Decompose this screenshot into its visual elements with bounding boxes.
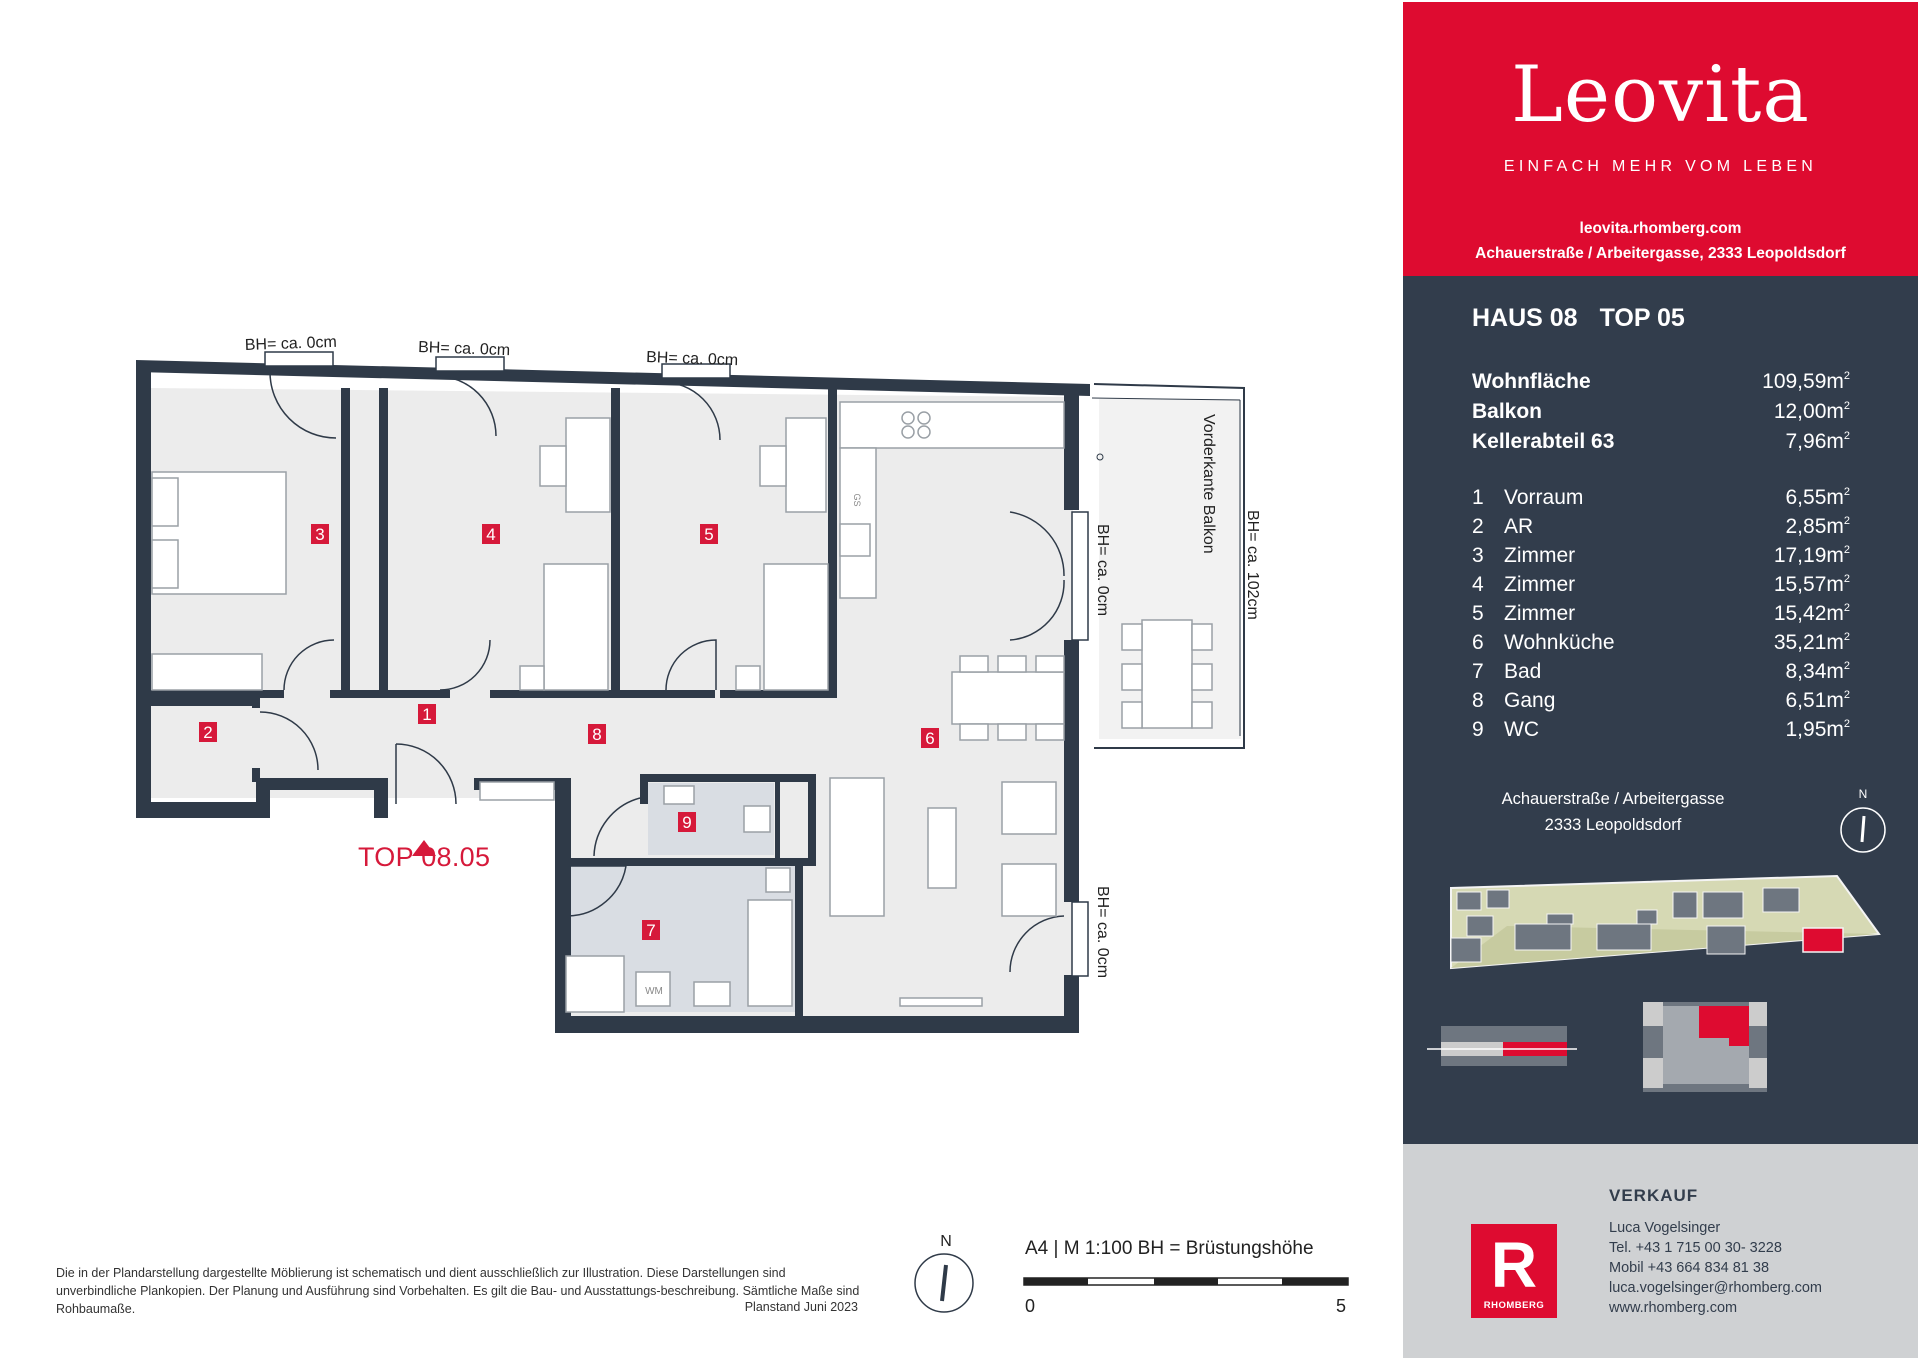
building-key [1643, 1002, 1767, 1092]
sales-name: Luca Vogelsinger [1609, 1220, 1721, 1236]
svg-text:7: 7 [646, 921, 655, 940]
furniture [151, 401, 1213, 1013]
room-badge-7: 7 [642, 920, 660, 940]
info-panel: Leovita EINFACH MEHR VOM LEBEN leovita.r… [1403, 2, 1918, 1358]
sales-website[interactable]: www.rhomberg.com [1609, 1300, 1738, 1316]
sales-contact: R RHOMBERG VERKAUF Luca Vogelsinger Tel.… [1403, 1144, 1918, 1358]
north-arrow: N [914, 1233, 974, 1313]
balcony-outline [1091, 383, 1245, 749]
room-badge-2: 2 [199, 722, 217, 742]
scale-caption: A4 | M 1:100 BH = Brüstungshöhe [1025, 1238, 1314, 1259]
summary-row-kellerabteil: Kellerabteil 63 7,96m2 [1472, 430, 1850, 453]
brand-address: Achauerstraße / Arbeitergasse, 2333 Leop… [1475, 245, 1846, 262]
brand-website[interactable]: leovita.rhomberg.com [1579, 220, 1742, 237]
site-north-arrow: N [1840, 787, 1886, 853]
room-badges: 3 4 5 1 2 8 6 9 7 [199, 524, 939, 940]
svg-text:5: 5 [704, 525, 713, 544]
svg-text:6: 6 [925, 729, 934, 748]
svg-text:2: 2 [203, 723, 212, 742]
bh-label-room4: BH= ca. 0cm [418, 339, 511, 359]
unit-title: HAUS 08 TOP 05 [1472, 304, 1707, 333]
windows [264, 351, 1089, 977]
room-badge-8: 8 [588, 724, 606, 744]
washer-label: WM [645, 986, 663, 997]
sales-mobile[interactable]: Mobil +43 664 834 81 38 [1609, 1260, 1770, 1276]
site-map [1450, 874, 1881, 970]
room-badge-6: 6 [921, 728, 939, 748]
brand-header: Leovita EINFACH MEHR VOM LEBEN leovita.r… [1403, 2, 1918, 276]
bh-label-balcony: BH= ca. 102cm [1244, 510, 1261, 620]
disclaimer-text: Die in der Plandarstellung dargestellte … [56, 1266, 860, 1316]
svg-text:8: 8 [592, 725, 601, 744]
section-key [1427, 1026, 1577, 1066]
room-badge-9: 9 [678, 812, 696, 832]
svg-text:1: 1 [422, 705, 431, 724]
svg-text:3: 3 [315, 525, 324, 544]
room-badge-3: 3 [311, 524, 329, 544]
haus-label: HAUS 08 [1472, 304, 1578, 332]
floor-plan: 3 4 5 1 2 8 6 9 7 WM GS BH= ca. 0cm BH= … [56, 334, 1349, 1316]
sales-heading: VERKAUF [1609, 1186, 1699, 1205]
bh-label-living: BH= ca. 0cm [1094, 886, 1111, 978]
floor-plan-drawing: 3 4 5 1 2 8 6 9 7 WM GS BH= ca. 0cm BH= … [136, 334, 1349, 1313]
leovita-logo: Leovita [1511, 50, 1810, 140]
rhomberg-logo: R RHOMBERG [1471, 1224, 1557, 1318]
dishwasher-label: GS [852, 493, 862, 506]
plan-date: Planstand Juni 2023 [744, 1300, 858, 1314]
site-address: Achauerstraße / Arbeitergasse 2333 Leopo… [1501, 790, 1725, 834]
room-badge-5: 5 [700, 524, 718, 544]
svg-text:N: N [1859, 787, 1868, 801]
summary-row-wohnflaeche: Wohnfläche 109,59m2 [1472, 370, 1850, 393]
door-swings [259, 371, 1065, 973]
sales-phone[interactable]: Tel. +43 1 715 00 30- 3228 [1609, 1240, 1782, 1256]
svg-text:4: 4 [486, 525, 495, 544]
balcony-edge-label: Vorderkante Balkon [1200, 414, 1217, 554]
summary-row-balkon: Balkon 12,00m2 [1472, 400, 1850, 423]
svg-text:9: 9 [682, 813, 691, 832]
svg-text:N: N [940, 1233, 952, 1250]
scale-end: 5 [1336, 1296, 1347, 1316]
bh-label-room5: BH= ca. 0cm [646, 349, 739, 369]
entrance-marker [412, 840, 436, 856]
scale-start: 0 [1025, 1296, 1036, 1316]
sales-email[interactable]: luca.vogelsinger@rhomberg.com [1609, 1280, 1822, 1296]
bh-label-room3: BH= ca. 0cm [245, 334, 338, 354]
unit-entrance-label: TOP 08.05 [358, 842, 491, 872]
top-label: TOP 05 [1599, 304, 1685, 332]
room-badge-4: 4 [482, 524, 500, 544]
bh-label-kitchen: BH= ca. 0cm [1094, 524, 1111, 616]
unit-info: HAUS 08 TOP 05 Wohnfläche 109,59m2 Balkon… [1403, 276, 1918, 1144]
brand-tagline: EINFACH MEHR VOM LEBEN [1503, 158, 1818, 175]
room-badge-1: 1 [418, 704, 436, 724]
scale-bar [1023, 1277, 1349, 1286]
